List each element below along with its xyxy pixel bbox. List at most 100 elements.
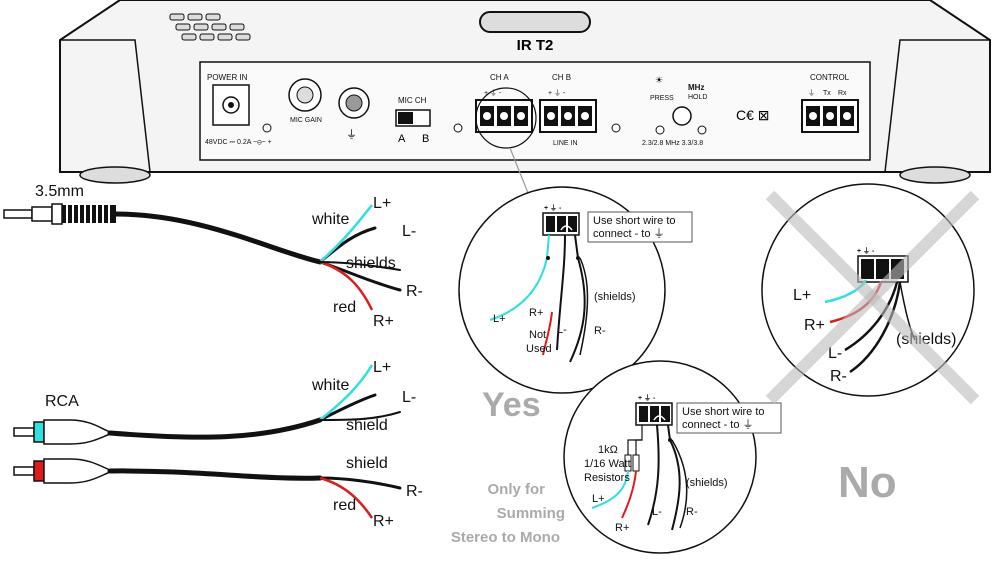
ch-a-highlight-ring (475, 87, 537, 149)
model-label: IR T2 (517, 37, 554, 54)
lplus-label-1: L+ (373, 195, 391, 212)
rminus-label-2: R- (406, 483, 423, 500)
freq-label: 2.3/2.8 MHz 3.3/3.8 (642, 140, 703, 147)
hold-label: HOLD (688, 94, 707, 101)
summing-line1: Only for (487, 481, 545, 498)
mic-symbol-icon: ⏚ (346, 128, 357, 141)
yes-top-polarity: + ⏚ - (544, 204, 562, 212)
lplus-label-2: L+ (373, 359, 391, 376)
summing-line2: Summing (497, 505, 565, 522)
shield-label-2: shield (346, 455, 388, 472)
yes-top-note-line1: Use short wire to (593, 215, 676, 227)
lminus-label-1: L- (402, 223, 416, 240)
control-tx: Tx (823, 90, 831, 97)
cable-rca: RCA white L+ L- shield shield R- red R+ (13, 359, 423, 530)
power-in-label: POWER IN (207, 73, 248, 82)
ch-b-polarity: + ⏚ - (548, 89, 566, 97)
yes-bottom-circle: + ⏚ - Use short wire to connect - to ⏚ 1… (563, 360, 782, 554)
yes-bottom-polarity: + ⏚ - (638, 394, 656, 402)
yes-bottom-note-line1: Use short wire to (682, 406, 765, 418)
no-rplus: R+ (804, 317, 825, 334)
yes-top-lminus: L- (557, 324, 567, 336)
yes-bottom-note-line2: connect - to ⏚ (682, 418, 754, 431)
cable-3-5mm: 3.5mm white L+ L- shields R- red R+ (3, 183, 423, 330)
no-polarity: + ⏚ - (857, 247, 875, 255)
foot-right (899, 166, 971, 184)
yes-bottom-note-box (676, 402, 782, 434)
white-wire-2 (319, 364, 374, 421)
yes-top-rminus: R- (594, 325, 606, 337)
mic-ch-a: A (398, 133, 406, 145)
power-spec: 48VDC ⎓ 0.2A ~⊖~ + (205, 139, 272, 146)
control-rx: Rx (838, 90, 847, 97)
red-wire-2 (319, 476, 374, 519)
yes-label: Yes (482, 386, 541, 424)
yes-bottom-lplus: L+ (592, 493, 605, 505)
press-label: PRESS (650, 95, 674, 102)
mm35-label: 3.5mm (35, 183, 84, 200)
ch-a-polarity: + ⏚ - (484, 89, 502, 97)
yes-bottom-rplus-wire (621, 470, 637, 519)
shield-label-1: shield (346, 417, 388, 434)
yes-top-rplus-wire (542, 311, 553, 356)
yes-bottom-lminus: L- (652, 506, 662, 518)
rplus-label-1: R+ (373, 313, 394, 330)
control-gnd-icon: ⏚ (808, 89, 815, 97)
control-label: CONTROL (810, 73, 850, 82)
yes-top-rplus: R+ (529, 307, 543, 319)
mhz-label: MHz (688, 83, 704, 92)
resistor-value: 1kΩ (598, 444, 618, 456)
foot-left (79, 166, 151, 184)
shields-label: shields (346, 255, 396, 272)
yes-top-circle: + ⏚ - Use short wire to connect - to ⏚ L… (458, 186, 693, 394)
vent-grille (169, 13, 251, 41)
red-label-1: red (333, 299, 356, 316)
line-in-label: LINE IN (553, 140, 578, 147)
rminus-label-1: R- (406, 283, 423, 300)
mic-ch-b: B (422, 133, 429, 145)
mhz-button[interactable] (672, 106, 692, 126)
red-label-2: red (333, 497, 356, 514)
mic-gain-label: MIC GAIN (290, 117, 322, 124)
device-rear-panel: IR T2 POWER IN 48VDC ⎓ 0.2A ~⊖~ + MIC GA… (59, 0, 991, 184)
yes-top-not-used-1: Not (529, 329, 546, 341)
no-lplus: L+ (793, 287, 811, 304)
callout-line-top (509, 147, 531, 199)
summing-line3: Stereo to Mono (451, 529, 560, 546)
mic-ch-label: MIC CH (398, 96, 427, 105)
yes-bottom-rminus: R- (686, 506, 698, 518)
no-rminus: R- (830, 368, 847, 385)
rplus-label-2: R+ (373, 513, 394, 530)
yes-bottom-rplus: R+ (615, 522, 629, 534)
white-label-2: white (311, 377, 349, 394)
ch-a-label: CH A (490, 73, 509, 82)
resistor-label: Resistors (584, 472, 630, 484)
no-lminus: L- (828, 345, 842, 362)
ch-a-terminal-block (475, 99, 533, 133)
yes-top-note-line2: connect - to ⏚ (593, 227, 665, 240)
red-wire-1 (319, 260, 374, 311)
control-terminal-block (801, 99, 859, 133)
white-label-1: white (311, 211, 349, 228)
press-indicator-icon: ☀ (655, 75, 663, 85)
yes-top-lplus: L+ (493, 313, 506, 325)
yes-top-not-used-2: Used (526, 343, 552, 355)
rca-label: RCA (45, 393, 79, 410)
no-label: No (838, 458, 897, 507)
yes-bottom-shields: (shields) (686, 477, 728, 489)
ir-emitter-window (479, 11, 591, 33)
lminus-label-2: L- (402, 389, 416, 406)
ce-mark-icon: C€ ⊠ (736, 107, 770, 123)
yes-top-lplus-wire (489, 234, 550, 321)
resistor-watt: 1/16 Watt (584, 458, 631, 470)
ch-b-label: CH B (552, 73, 571, 82)
yes-bottom-lplus-wire (591, 470, 629, 509)
resistor-2 (632, 454, 640, 472)
yes-top-note-box (587, 211, 693, 243)
yes-top-shields: (shields) (594, 291, 636, 303)
white-wire-1 (319, 204, 373, 263)
ch-b-terminal-block (539, 99, 597, 133)
no-circle: + ⏚ - L+ R+ L- R- (shields) (761, 183, 980, 405)
